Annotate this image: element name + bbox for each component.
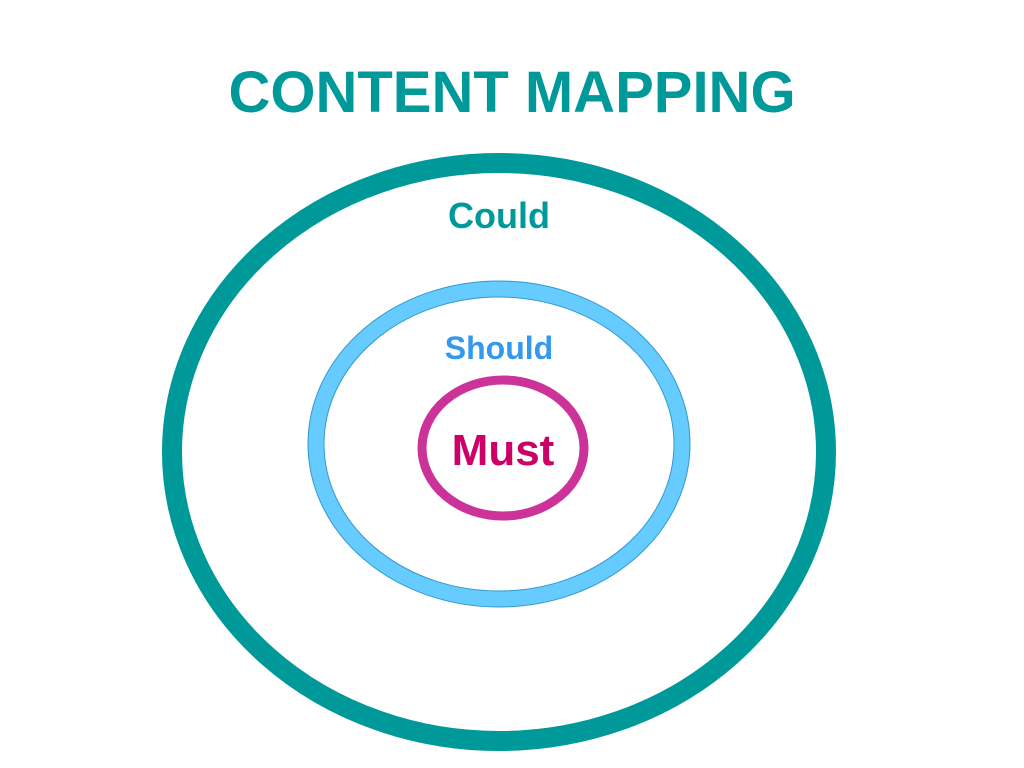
should-ring-inner-outline — [323, 296, 675, 592]
should-ring — [308, 281, 690, 607]
slide-title: CONTENT MAPPING — [228, 60, 796, 125]
must-ring — [417, 375, 589, 521]
should-label: Should — [445, 330, 553, 366]
could-label: Could — [448, 195, 550, 236]
must-label: Must — [452, 426, 555, 475]
could-ring — [162, 153, 836, 751]
should-ring-outer-outline — [307, 280, 691, 608]
